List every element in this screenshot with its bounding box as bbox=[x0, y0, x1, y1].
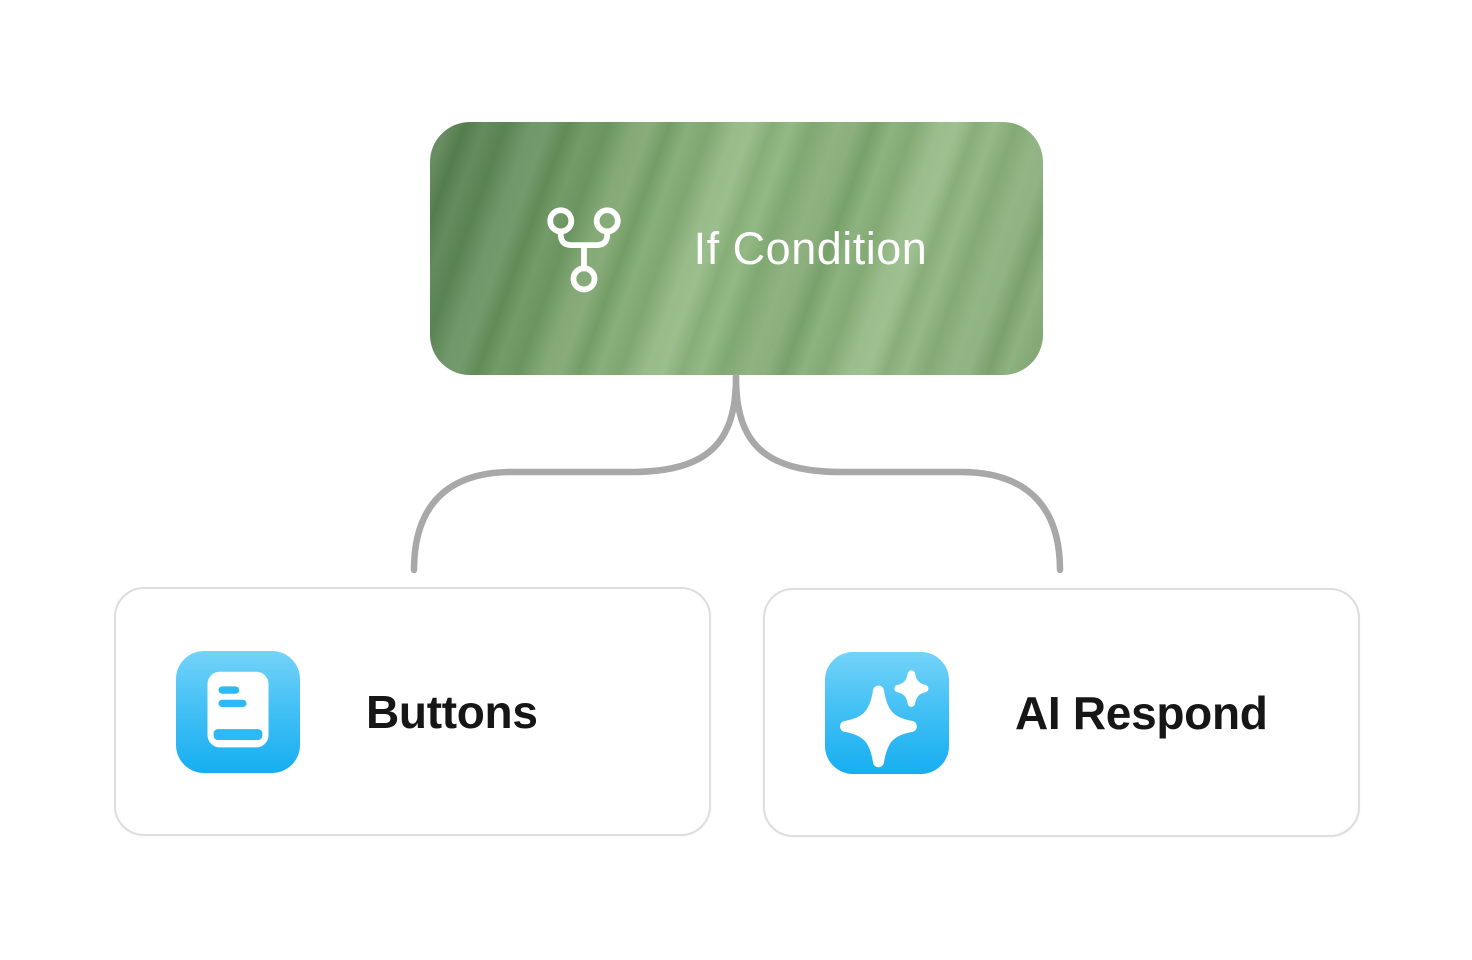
node-if-condition-label: If Condition bbox=[693, 223, 928, 274]
sparkles-icon bbox=[825, 651, 949, 774]
node-ai-respond-label: AI Respond bbox=[1015, 686, 1268, 739]
connector-right-branch bbox=[732, 373, 1064, 574]
node-buttons[interactable]: Buttons bbox=[114, 587, 711, 836]
node-buttons-label: Buttons bbox=[366, 685, 538, 738]
node-ai-respond[interactable]: AI Respond bbox=[763, 588, 1360, 837]
branch-icon bbox=[546, 205, 622, 293]
buttons-icon bbox=[176, 650, 300, 773]
node-if-condition[interactable]: If Condition bbox=[430, 122, 1043, 375]
connector-left-branch bbox=[410, 373, 740, 574]
